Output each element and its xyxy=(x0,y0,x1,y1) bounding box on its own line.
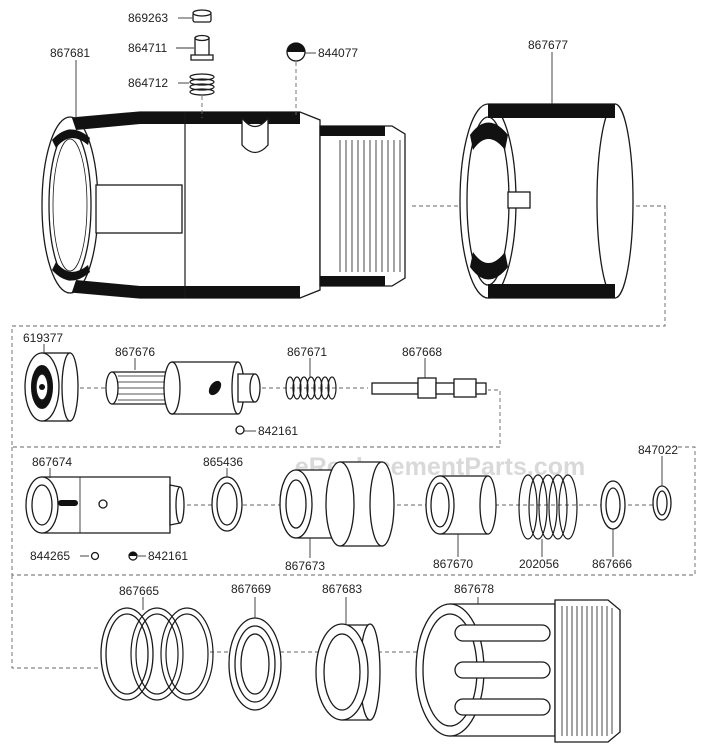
part-867678-cage xyxy=(415,599,621,743)
part-202056-spring xyxy=(518,474,578,540)
label-867671: 867671 xyxy=(287,345,327,359)
label-869263: 869263 xyxy=(128,11,168,25)
label-867666: 867666 xyxy=(592,557,632,571)
label-867683: 867683 xyxy=(322,582,362,596)
label-867676: 867676 xyxy=(115,345,155,359)
label-867669: 867669 xyxy=(231,582,271,596)
part-869263-nut xyxy=(192,9,212,23)
part-844077-ball xyxy=(286,42,306,62)
part-847022-snapring xyxy=(652,485,672,521)
label-847022: 847022 xyxy=(638,443,678,457)
part-867668-shaft xyxy=(371,377,487,399)
label-867677: 867677 xyxy=(528,38,568,52)
label-844077: 844077 xyxy=(318,46,358,60)
part-867666-ring xyxy=(600,480,626,530)
part-867665-rings xyxy=(100,607,214,701)
part-864711-bushing xyxy=(190,34,214,61)
label-867674: 867674 xyxy=(32,455,72,469)
label-842161-b: 842161 xyxy=(148,549,188,563)
part-842161-pin-a xyxy=(235,425,245,435)
part-867676-rotor xyxy=(105,361,261,415)
label-867673: 867673 xyxy=(285,559,325,573)
label-867665: 867665 xyxy=(119,584,159,598)
part-844265-ball xyxy=(90,551,100,561)
part-842161-pin-b xyxy=(128,551,138,561)
part-619377-bearing xyxy=(24,352,79,422)
label-619377: 619377 xyxy=(23,331,63,345)
label-864712: 864712 xyxy=(128,76,168,90)
part-867671-spring xyxy=(285,376,337,400)
part-867681-housing xyxy=(41,111,406,299)
part-867683-sleeve xyxy=(315,623,381,721)
label-867668: 867668 xyxy=(402,345,442,359)
label-202056: 202056 xyxy=(519,557,559,571)
label-844265: 844265 xyxy=(30,549,70,563)
part-867670-sleeve xyxy=(425,475,497,535)
part-865436-oring xyxy=(211,476,243,532)
part-labels: 869263 864711 864712 844077 867681 86767… xyxy=(23,11,678,598)
label-867678: 867678 xyxy=(454,582,494,596)
part-867674-cylinder xyxy=(25,476,185,534)
label-865436: 865436 xyxy=(203,455,243,469)
part-867677-sleeve xyxy=(459,103,634,299)
part-867673-endplate xyxy=(279,461,395,547)
label-842161-a: 842161 xyxy=(258,424,298,438)
label-864711: 864711 xyxy=(128,41,167,55)
label-867670: 867670 xyxy=(433,557,473,571)
part-864712-spring xyxy=(189,73,215,96)
label-867681: 867681 xyxy=(50,46,90,60)
part-867669-bushing xyxy=(228,617,282,711)
leader-lines xyxy=(43,17,663,624)
